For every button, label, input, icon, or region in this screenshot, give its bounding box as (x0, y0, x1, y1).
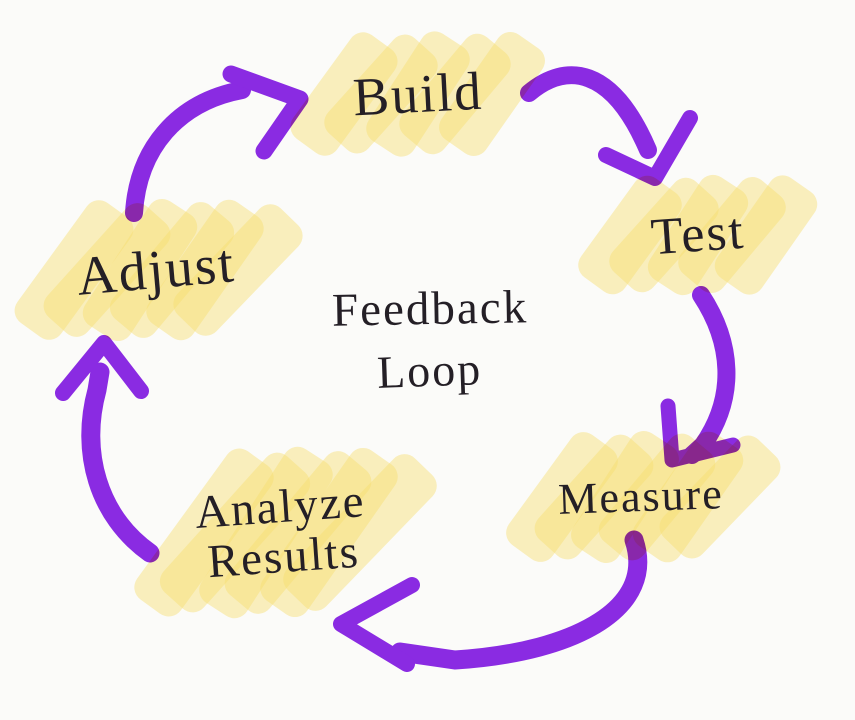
arrow-measure-to-analyze (333, 530, 648, 672)
center-title-line2: Loop (376, 343, 484, 398)
stage-build-label: Build (310, 39, 527, 150)
stage-adjust-text: Adjust (74, 232, 238, 307)
stage-build: Build (284, 25, 551, 163)
center-title: Feedback Loop (315, 272, 545, 407)
stage-measure: Measure (500, 425, 787, 569)
stage-analyze-results-label: Analyze Results (167, 448, 397, 618)
arrow-build-to-test (520, 66, 698, 186)
center-title-line1: Feedback (331, 281, 529, 337)
arrow-adjust-to-build (125, 65, 309, 222)
stage-adjust-label: Adjust (37, 200, 275, 339)
stage-analyze-results: Analyze Results (128, 441, 443, 624)
stage-measure-text: Measure (557, 469, 725, 524)
stage-test-label: Test (595, 181, 801, 289)
arrow-test-to-measure (660, 286, 741, 468)
stage-test-text: Test (649, 202, 747, 266)
arrow-analyze-to-adjust (55, 335, 160, 563)
stage-measure-label: Measure (528, 439, 754, 555)
stage-test: Test (572, 169, 824, 301)
stage-build-text: Build (351, 60, 485, 128)
stage-results-text: Results (205, 525, 362, 588)
stage-adjust: Adjust (8, 193, 309, 347)
